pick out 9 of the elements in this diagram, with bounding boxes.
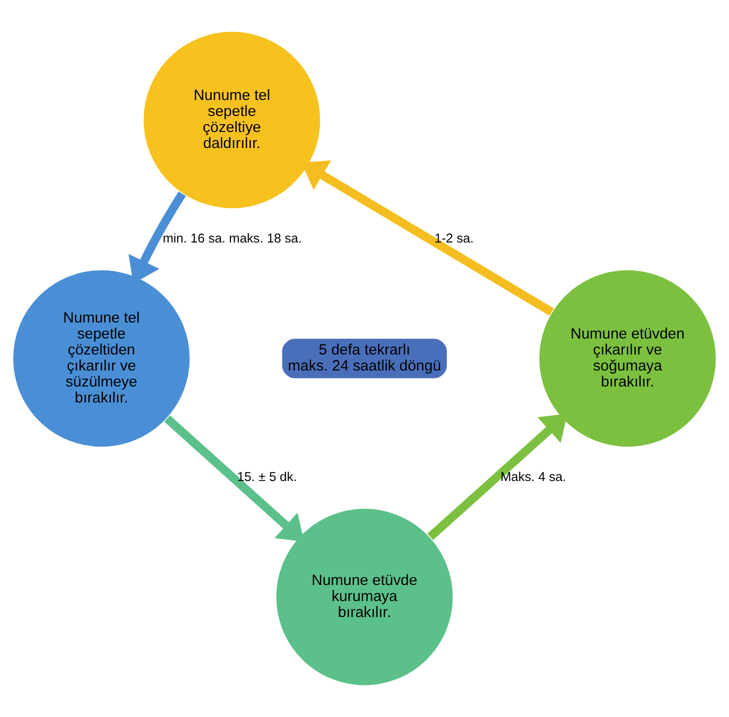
edge-label: 15. ± 5 dk. [237, 469, 297, 484]
node-circle: Nunume tel sepetle çözeltiye daldırılır. [142, 30, 322, 210]
edge-label: 1-2 sa. [434, 230, 474, 246]
edge-label: min. 16 sa. maks. 18 sa. [162, 230, 302, 246]
node-circle: Numune tel sepetle çözeltiden çıkarılır ve süzülmeye bırakılır. [12, 269, 191, 448]
arrow [427, 414, 568, 540]
arrow [164, 415, 304, 542]
node-box: 5 defa tekrarlı maks. 24 saatlik döngü [281, 338, 448, 380]
edge-label: Maks. 4 sa. [500, 469, 566, 484]
